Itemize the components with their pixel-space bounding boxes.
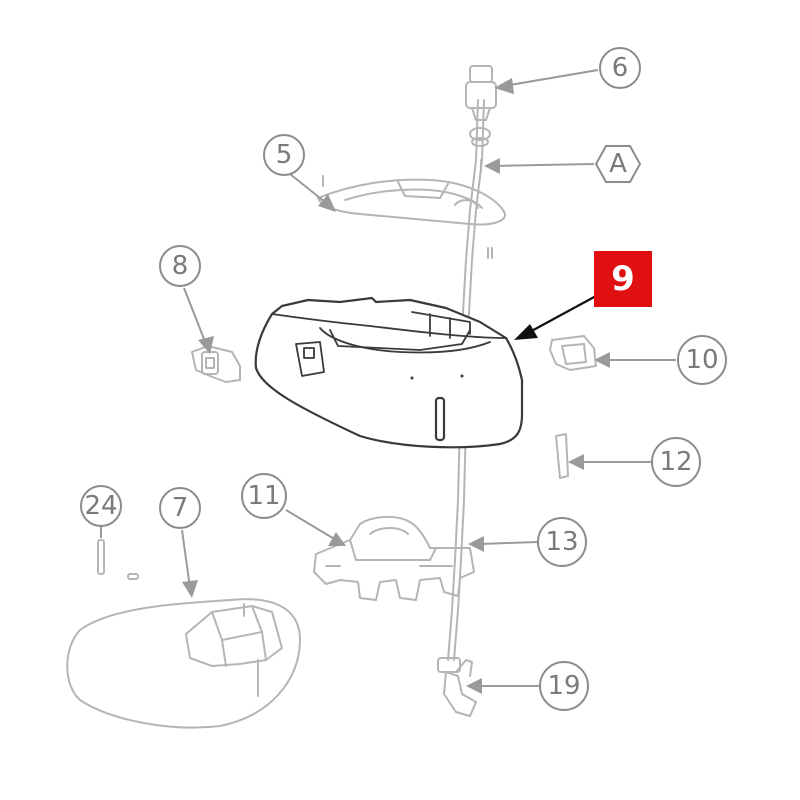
part-5-top-cover bbox=[317, 175, 506, 259]
callout-24-label: 24 bbox=[84, 491, 117, 521]
callout-5: 5 bbox=[263, 134, 305, 176]
callout-13-label: 13 bbox=[545, 527, 578, 557]
part-9-main-housing bbox=[254, 296, 524, 449]
callout-13: 13 bbox=[537, 517, 587, 567]
part-8-side-clip bbox=[191, 345, 241, 383]
highlight-label: 9 bbox=[611, 259, 635, 299]
callout-a-label: A bbox=[609, 149, 627, 179]
callout-7: 7 bbox=[159, 487, 201, 529]
callout-11-label: 11 bbox=[247, 481, 280, 511]
callout-19: 19 bbox=[539, 661, 589, 711]
highlight-leader bbox=[514, 295, 597, 340]
part-12-pin bbox=[555, 433, 569, 479]
callout-6: 6 bbox=[599, 47, 641, 89]
callout-8-label: 8 bbox=[172, 251, 189, 281]
part-7-base bbox=[66, 598, 301, 729]
callout-7-label: 7 bbox=[172, 493, 189, 523]
callout-24: 24 bbox=[80, 485, 122, 527]
part-19-clamp bbox=[437, 657, 477, 717]
callout-12: 12 bbox=[651, 437, 701, 487]
part-11-frame bbox=[313, 516, 475, 601]
part-24-screws bbox=[97, 539, 139, 580]
highlight-badge: 9 bbox=[594, 251, 652, 307]
callout-10-label: 10 bbox=[685, 345, 718, 375]
callout-11: 11 bbox=[241, 473, 287, 519]
leader-lines bbox=[100, 69, 676, 694]
callout-10: 10 bbox=[677, 335, 727, 385]
part-6-connector bbox=[465, 65, 497, 147]
callout-a: A bbox=[594, 145, 642, 183]
callout-19-label: 19 bbox=[547, 671, 580, 701]
part-10-side-clip bbox=[549, 335, 597, 371]
callout-12-label: 12 bbox=[659, 447, 692, 477]
callout-6-label: 6 bbox=[612, 53, 629, 83]
callout-8: 8 bbox=[159, 245, 201, 287]
callout-5-label: 5 bbox=[276, 140, 293, 170]
